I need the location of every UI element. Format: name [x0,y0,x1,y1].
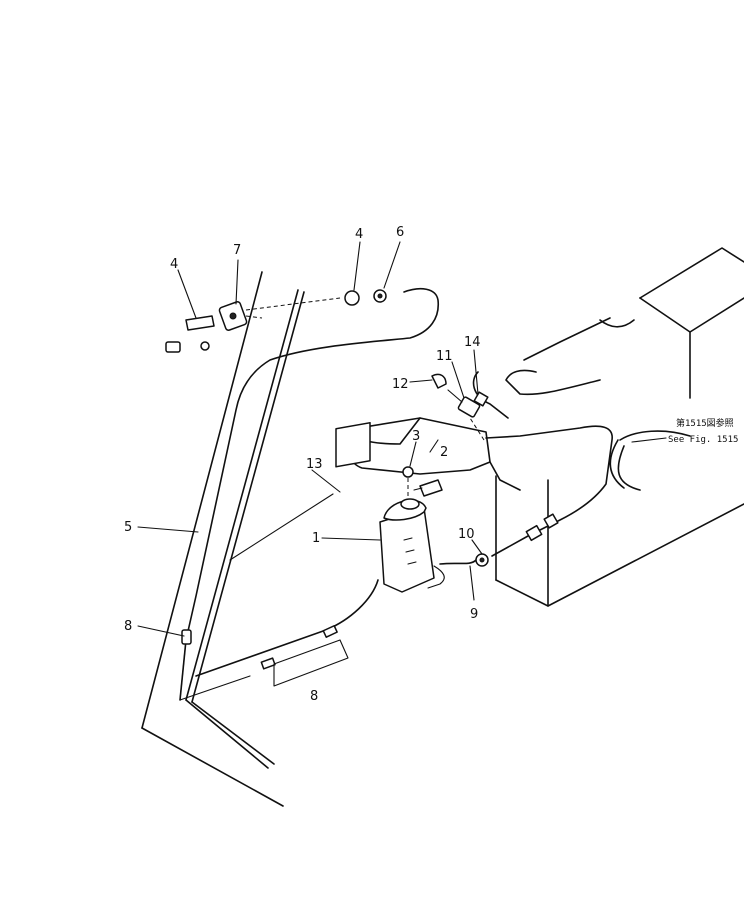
callout-5: 5 [124,520,132,535]
callout-14: 14 [464,335,481,350]
callout-9: 9 [470,607,478,622]
nozzle-assembly [165,289,387,353]
hose-fittings [181,513,559,670]
callout-7: 7 [233,243,241,258]
figure-reference-jp: 第1515図参照 [676,417,734,429]
cab-pillar-frame [141,271,334,807]
callout-4b: 4 [355,227,363,242]
callout-10: 10 [458,527,475,542]
callout-4a: 4 [170,257,178,272]
callout-13: 13 [306,457,323,472]
callout-11: 11 [436,349,453,364]
leader-lines [137,241,667,687]
callout-6: 6 [396,225,404,240]
washer-pump-assembly [431,373,489,441]
figure-reference-en: See Fig. 1515 [668,435,738,445]
bolt-and-washer [402,466,443,500]
machine-body-outline [344,247,744,607]
washer-tank [379,498,445,593]
callout-8b: 8 [310,689,318,704]
callout-1: 1 [312,531,320,546]
callout-3: 3 [412,429,420,444]
caution-plate [335,421,371,468]
callout-8a: 8 [124,619,132,634]
callout-2: 2 [440,445,448,460]
callout-12: 12 [392,377,409,392]
